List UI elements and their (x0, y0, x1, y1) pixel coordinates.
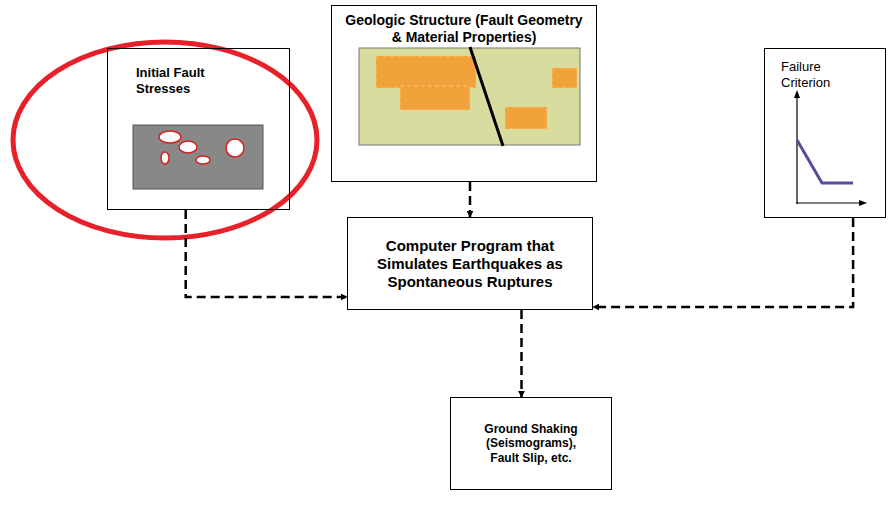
geology-illustration (359, 47, 580, 146)
process-box: Computer Program that Simulates Earthqua… (347, 217, 593, 310)
failure-plot (794, 90, 867, 206)
dashed-arrow (520, 310, 523, 397)
node-label: Ground Shaking (Seismograms), Fault Slip… (471, 422, 591, 465)
dashed-arrow (593, 218, 853, 307)
highlight-ellipse (13, 42, 317, 238)
input-box: Geologic Structure (Fault Geometry & Mat… (331, 5, 597, 182)
dashed-arrow (186, 210, 347, 297)
dashed-arrow (469, 182, 472, 217)
node-label: Geologic Structure (Fault Geometry & Mat… (340, 12, 588, 46)
node-label: Computer Program that Simulates Earthqua… (354, 237, 586, 291)
input-box: Failure Criterion (764, 48, 886, 218)
stress-illustration (133, 125, 263, 189)
node-label: Failure Criterion (781, 59, 851, 90)
node-label: Initial Fault Stresses (136, 65, 246, 96)
input-box: Initial Fault Stresses (107, 48, 290, 210)
output-box: Ground Shaking (Seismograms), Fault Slip… (450, 397, 612, 490)
